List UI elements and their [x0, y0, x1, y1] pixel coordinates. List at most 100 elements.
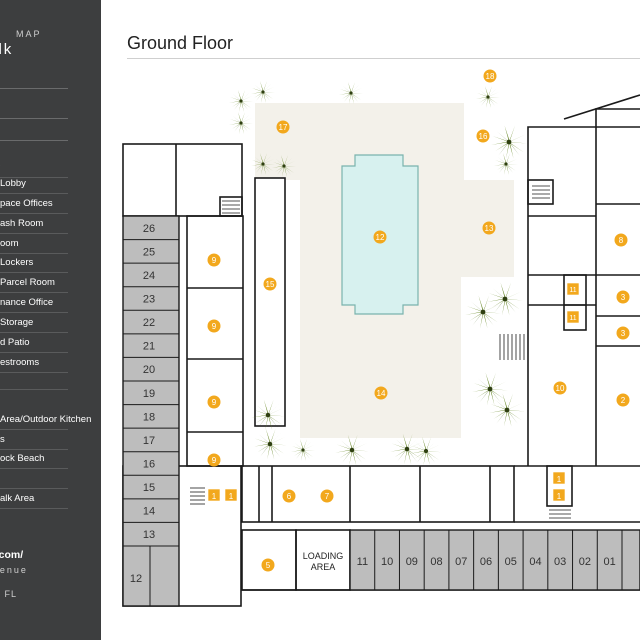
unit-number: 23: [143, 294, 155, 306]
menu-item-label: Lobby: [0, 178, 26, 189]
unit-number: 07: [455, 556, 467, 568]
menu-item-11[interactable]: estrooms: [0, 353, 68, 373]
location-pin-label: 3: [621, 329, 626, 338]
menu-item-label: Lockers: [0, 257, 34, 268]
menu-item-2[interactable]: Lobby: [0, 174, 68, 194]
location-pin[interactable]: [207, 319, 221, 333]
menu-item-12[interactable]: Area/Outdoor Kitchen: [0, 410, 91, 430]
location-pin[interactable]: [320, 489, 334, 503]
location-pin-label: 3: [621, 293, 626, 302]
city-line: sburg, FL: [0, 589, 18, 599]
menu-item-label: Parcel Room: [0, 277, 55, 288]
unit-number: 22: [143, 317, 155, 329]
menu-item-label: Area/Outdoor Kitchen: [0, 414, 92, 425]
unit-number: 09: [406, 556, 418, 568]
menu-item-8[interactable]: nance Office: [0, 293, 68, 313]
location-pin[interactable]: [476, 129, 490, 143]
location-pin-label: 7: [325, 492, 330, 501]
unit-number: 04: [529, 556, 541, 568]
unit-number: 20: [143, 364, 155, 376]
unit-number: 16: [143, 459, 155, 471]
unit-number: 17: [143, 435, 155, 447]
location-pin[interactable]: [276, 120, 290, 134]
location-pin-label: 10: [556, 384, 565, 393]
location-pin[interactable]: [263, 277, 277, 291]
menu-item-14[interactable]: ock Beach: [0, 449, 68, 469]
location-pin-label: 8: [619, 236, 624, 245]
unit-number: 02: [579, 556, 591, 568]
location-pin-label: 16: [479, 132, 488, 141]
menu-item-label: pace Offices: [0, 198, 53, 209]
unit-number: 24: [143, 270, 155, 282]
unit-number: 19: [143, 388, 155, 400]
brand-title: a Walk: [0, 41, 14, 58]
stairs: [190, 185, 571, 519]
location-pin[interactable]: [553, 381, 567, 395]
menu-item-7[interactable]: Parcel Room: [0, 273, 68, 293]
loading-area-label: LOADING: [303, 551, 344, 561]
menu-item-label: ock Beach: [0, 453, 45, 464]
website-link[interactable]: pts.com/: [0, 549, 24, 561]
location-pin-label: 13: [485, 224, 494, 233]
menu-item-3[interactable]: pace Offices: [0, 194, 68, 214]
restroom-markers: 1 1 1 1 11 11: [207, 282, 580, 502]
location-pin[interactable]: [373, 230, 387, 244]
unit-number: 05: [505, 556, 517, 568]
svg-text:1: 1: [557, 492, 562, 501]
unit-number: 10: [381, 556, 393, 568]
menu-item-5[interactable]: oom: [0, 234, 68, 254]
menu-item-6[interactable]: Lockers: [0, 253, 68, 273]
location-pin[interactable]: [374, 386, 388, 400]
location-pin-label: 15: [266, 280, 275, 289]
location-pin[interactable]: [616, 290, 630, 304]
menu-item-15[interactable]: alk Area: [0, 489, 68, 509]
location-pin[interactable]: [207, 395, 221, 409]
menu-item-label: nance Office: [0, 297, 54, 308]
unit-number: 15: [143, 482, 155, 494]
menu-item-9[interactable]: Storage: [0, 313, 68, 333]
menu-item-1[interactable]: r: [0, 158, 68, 178]
location-pin-label: 18: [486, 72, 495, 81]
location-pin[interactable]: [482, 221, 496, 235]
title-divider: [127, 58, 640, 59]
location-pin[interactable]: [207, 253, 221, 267]
building-west: [122, 143, 640, 607]
location-pin[interactable]: [614, 233, 628, 247]
page-title: Ground Floor: [127, 33, 234, 53]
menu-item-label: d Patio: [0, 337, 30, 348]
svg-text:11: 11: [569, 287, 576, 294]
unit-number: 12: [130, 573, 142, 585]
unit-number: 03: [554, 556, 566, 568]
address-line: th Avenue: [0, 565, 28, 575]
menu-item-10[interactable]: d Patio: [0, 333, 68, 353]
unit-number: 06: [480, 556, 492, 568]
sidebar-divider: [0, 118, 68, 119]
location-pin[interactable]: [616, 326, 630, 340]
menu-item-label: alk Area: [0, 493, 35, 504]
unit-number: 13: [143, 529, 155, 541]
location-pin-label: 9: [212, 398, 217, 407]
menu-item-4[interactable]: ash Room: [0, 214, 68, 234]
location-pin[interactable]: [616, 393, 630, 407]
menu-item-13[interactable]: s: [0, 430, 68, 450]
menu-item-label: Storage: [0, 317, 34, 328]
unit-number: 26: [143, 223, 155, 235]
unit-number: 21: [143, 341, 155, 353]
loading-area-label-2: AREA: [311, 562, 336, 572]
location-pin[interactable]: [483, 69, 497, 83]
location-pin-label: 9: [212, 256, 217, 265]
location-pin-label: 14: [377, 389, 386, 398]
location-pin[interactable]: [282, 489, 296, 503]
sidebar: MAP a Walk r Lobby pace Offices ash Room…: [0, 0, 101, 640]
location-pin[interactable]: [207, 453, 221, 467]
menu-item-label: ash Room: [0, 218, 44, 229]
location-pin-label: 17: [279, 123, 288, 132]
brand-subtitle: MAP: [16, 29, 42, 39]
location-pin[interactable]: [261, 558, 275, 572]
unit-number: 01: [604, 556, 616, 568]
sidebar-divider: [0, 140, 68, 141]
menu-item-15-blank: [0, 469, 68, 489]
